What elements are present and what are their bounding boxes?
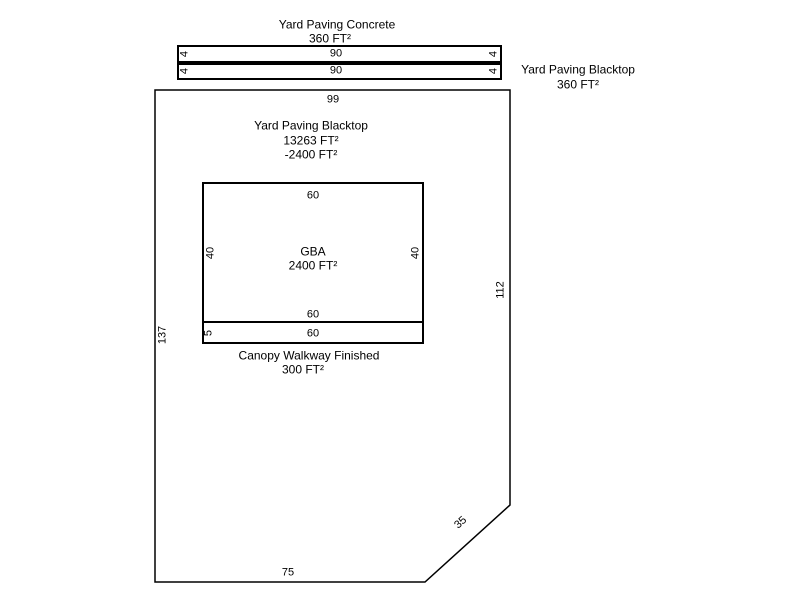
main-yard-bottom-dim: 75: [281, 566, 295, 579]
main-yard-left-dim: 137: [156, 325, 169, 345]
gba-right-dim: 40: [409, 246, 422, 260]
canopy-height-dim: 5: [202, 329, 215, 337]
main-yard-top-dim: 99: [326, 93, 340, 106]
blacktop-strip-title: Yard Paving Blacktop: [521, 62, 635, 77]
blacktop-strip-width-dim: 90: [329, 64, 343, 77]
canopy-width-dim: 60: [306, 327, 320, 340]
main-yard-right-dim: 112: [494, 281, 507, 299]
gba-title: GBA: [300, 244, 326, 259]
blacktop-strip-outline: [177, 63, 502, 80]
concrete-strip-title: Yard Paving Concrete: [278, 17, 396, 32]
canopy-title: Canopy Walkway Finished: [238, 348, 380, 363]
gba-left-dim: 40: [204, 246, 217, 260]
gba-area: 2400 FT²: [288, 258, 338, 273]
canopy-outline: [202, 321, 424, 344]
canopy-area: 300 FT²: [281, 362, 325, 377]
concrete-strip-area: 360 FT²: [308, 31, 352, 46]
concrete-strip-width-dim: 90: [329, 47, 343, 60]
concrete-strip-outline: [177, 45, 502, 63]
concrete-strip-right-dim: 4: [487, 50, 500, 58]
blacktop-strip-area: 360 FT²: [556, 77, 600, 92]
blacktop-strip-left-dim: 4: [178, 67, 191, 75]
concrete-strip-left-dim: 4: [178, 50, 191, 58]
main-yard-area: 13263 FT²: [283, 133, 339, 148]
gba-top-dim: 60: [306, 189, 320, 202]
blacktop-strip-right-dim: 4: [487, 67, 500, 75]
main-yard-title: Yard Paving Blacktop: [254, 118, 368, 133]
gba-outline: [202, 182, 424, 323]
main-yard-deduction: -2400 FT²: [284, 147, 338, 162]
gba-bottom-dim: 60: [306, 308, 320, 321]
